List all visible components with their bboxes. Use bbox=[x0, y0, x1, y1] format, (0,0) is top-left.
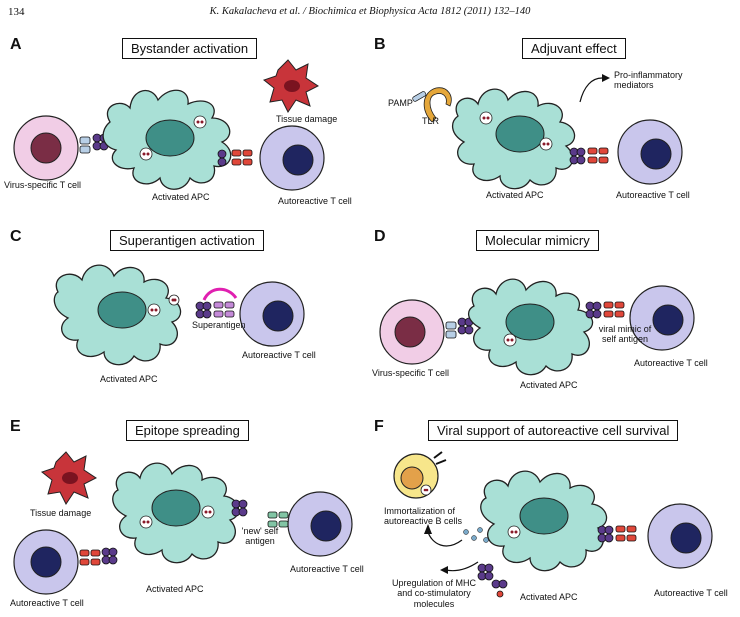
panel-letter: E bbox=[10, 418, 21, 435]
panel-title: Bystander activation bbox=[122, 38, 258, 59]
label-virus-specific-t-cell: Virus-specific T cell bbox=[4, 180, 82, 190]
label-immortalization: Immortalization of autoreactive B cells bbox=[384, 506, 463, 527]
b-cell bbox=[393, 451, 447, 499]
label-activated-apc: Activated APC bbox=[146, 584, 204, 594]
autoreactive-t-cell bbox=[239, 281, 305, 347]
panel-d-figure bbox=[379, 278, 695, 376]
immortalization-arrow bbox=[424, 524, 463, 547]
label-tissue-damage: Tissue damage bbox=[30, 508, 92, 518]
panel-letter: B bbox=[374, 36, 386, 53]
upregulated-mhc bbox=[477, 563, 508, 598]
panel-b-figure bbox=[412, 74, 683, 190]
panel-a-figure bbox=[13, 59, 325, 191]
label-virus-specific-t-cell: Virus-specific T cell bbox=[372, 368, 450, 378]
panel-title: Molecular mimicry bbox=[476, 230, 599, 251]
activated-apc bbox=[480, 470, 608, 572]
panel-title: Epitope spreading bbox=[126, 420, 249, 441]
label-autoreactive-t-cell: Autoreactive T cell bbox=[242, 350, 316, 360]
activated-apc bbox=[112, 462, 240, 564]
mhc-tcr-pair bbox=[569, 147, 609, 165]
mhc-tcr-pair-left bbox=[79, 547, 118, 566]
pamp-molecule bbox=[412, 91, 427, 102]
panel-letter: F bbox=[374, 418, 384, 435]
autoreactive-t-cell bbox=[617, 119, 683, 185]
mhc-new-self-pair bbox=[231, 499, 289, 528]
panel-e: E Epitope spreading bbox=[0, 412, 370, 608]
panel-e-figure bbox=[13, 451, 353, 595]
panel-d: D Molecular mimicry Virus bbox=[370, 222, 740, 412]
tcr-receptor bbox=[445, 321, 457, 339]
activated-apc bbox=[102, 89, 232, 190]
panel-f: F Viral support of autoreactive cell sur… bbox=[370, 412, 740, 609]
tlr-receptor bbox=[423, 87, 452, 123]
virus-specific-t-cell bbox=[13, 115, 79, 181]
panel-c: C Superantigen activation Superantigen A… bbox=[0, 222, 370, 412]
panel-letter: A bbox=[10, 36, 22, 53]
autoreactive-t-cell-left bbox=[13, 529, 79, 595]
page-header: 134 K. Kakalacheva et al. / Biochimica e… bbox=[0, 4, 740, 20]
tcr-receptor bbox=[79, 136, 91, 154]
label-tlr: TLR bbox=[422, 116, 440, 126]
panel-letter: D bbox=[374, 228, 386, 245]
label-activated-apc: Activated APC bbox=[520, 380, 578, 390]
label-activated-apc: Activated APC bbox=[100, 374, 158, 384]
mhc-tcr-pair bbox=[195, 301, 235, 319]
mhc-tcr-pair bbox=[597, 525, 637, 543]
label-autoreactive-t-cell: Autoreactive T cell bbox=[654, 588, 728, 598]
autoreactive-t-cell bbox=[647, 503, 713, 569]
label-new-self-antigen: 'new' self antigen bbox=[241, 526, 279, 547]
label-activated-apc: Activated APC bbox=[486, 190, 544, 200]
mediator-arrow bbox=[579, 74, 610, 103]
panel-a: A Bystander activation bbox=[0, 30, 370, 220]
mhc-tcr-pair bbox=[217, 149, 253, 167]
virus-particles bbox=[463, 527, 489, 543]
superantigen bbox=[202, 287, 238, 301]
label-autoreactive-t-cell-left: Autoreactive T cell bbox=[10, 598, 84, 608]
activated-apc bbox=[468, 278, 594, 376]
label-superantigen: Superantigen bbox=[192, 320, 246, 330]
virus-specific-t-cell bbox=[379, 299, 445, 365]
label-upregulation: Upregulation of MHC and co-stimulatory m… bbox=[391, 578, 477, 609]
panel-f-figure bbox=[393, 451, 713, 598]
label-pro-inflammatory-mediators: Pro-inflammatory mediators bbox=[614, 70, 683, 91]
panel-title: Superantigen activation bbox=[110, 230, 264, 251]
label-activated-apc: Activated APC bbox=[152, 192, 210, 202]
panel-title: Viral support of autoreactive cell survi… bbox=[428, 420, 679, 441]
label-autoreactive-t-cell-right: Autoreactive T cell bbox=[290, 564, 364, 574]
activated-apc bbox=[452, 88, 576, 190]
journal-citation: K. Kakalacheva et al. / Biochimica et Bi… bbox=[209, 6, 531, 17]
upregulation-arrow bbox=[440, 561, 479, 574]
tissue-damage-cell bbox=[262, 59, 319, 113]
activated-apc bbox=[53, 264, 182, 366]
label-pamp: PAMP bbox=[388, 98, 413, 108]
autoreactive-t-cell-right bbox=[287, 491, 353, 557]
label-autoreactive-t-cell: Autoreactive T cell bbox=[634, 358, 708, 368]
tissue-damage-cell bbox=[40, 451, 97, 505]
label-viral-mimic: viral mimic of self antigen bbox=[598, 324, 652, 345]
panel-letter: C bbox=[10, 228, 22, 245]
page-number: 134 bbox=[8, 6, 25, 18]
panel-b: B Adjuvant effect PAMP TLR P bbox=[370, 30, 740, 220]
mhc-tcr-pair bbox=[585, 301, 625, 319]
label-autoreactive-t-cell: Autoreactive T cell bbox=[616, 190, 690, 200]
label-autoreactive-t-cell: Autoreactive T cell bbox=[278, 196, 352, 206]
autoreactive-t-cell bbox=[629, 285, 695, 351]
panel-c-figure bbox=[53, 264, 305, 366]
label-tissue-damage: Tissue damage bbox=[276, 114, 338, 124]
label-activated-apc: Activated APC bbox=[520, 592, 578, 602]
panel-title: Adjuvant effect bbox=[522, 38, 626, 59]
autoreactive-t-cell bbox=[259, 125, 325, 191]
